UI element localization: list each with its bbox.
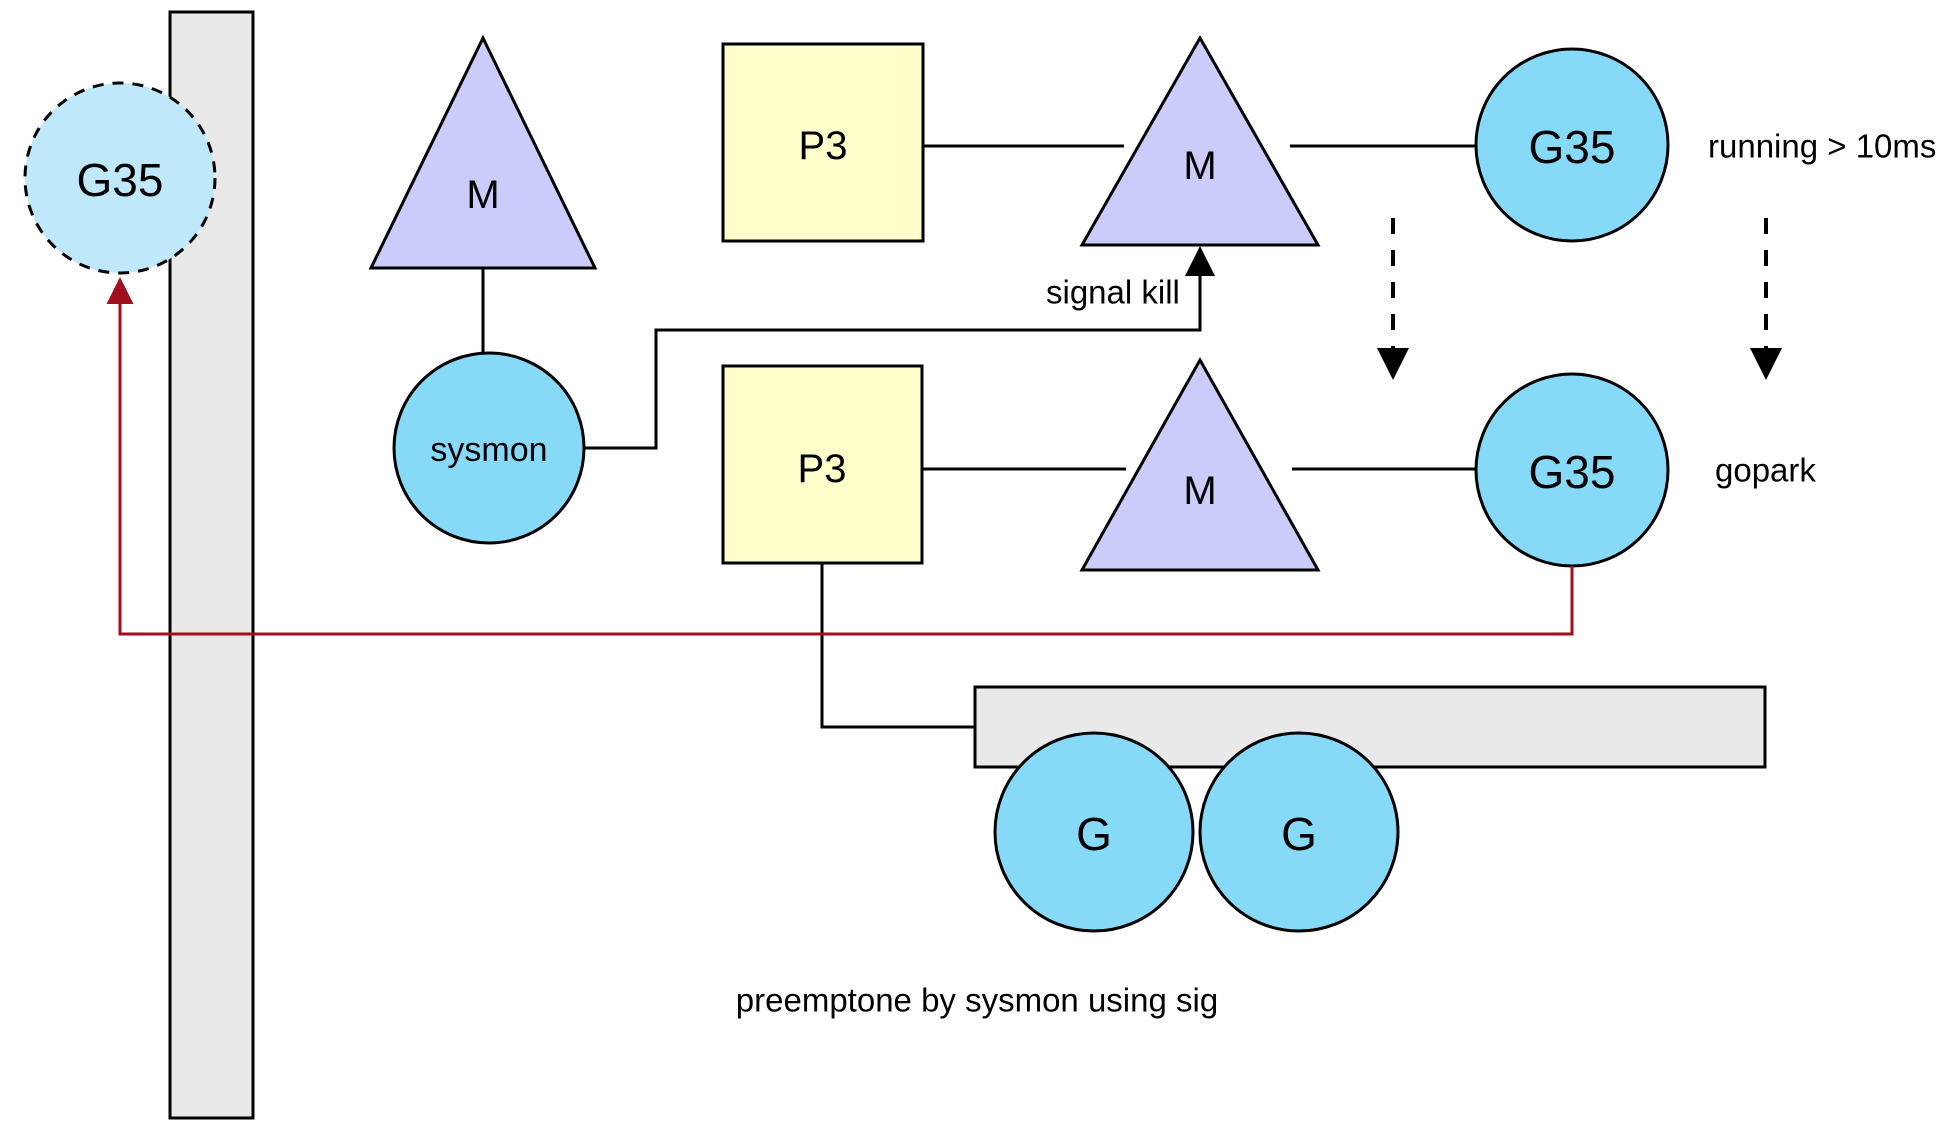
gopark-label: gopark <box>1715 452 1816 489</box>
diagram-caption: preemptone by sysmon using sig <box>736 982 1218 1019</box>
g-runq-circle-1 <box>993 731 1195 933</box>
g-runq-circle-2 <box>1198 731 1400 933</box>
p3-top-label: P3 <box>799 124 848 168</box>
g-runq-label-2: G <box>1281 808 1317 860</box>
m-bottom-triangle <box>1079 356 1321 572</box>
edge-g35-requeue-red <box>106 277 1574 636</box>
p3-top-box <box>721 42 925 243</box>
g35-top-label: G35 <box>1529 121 1616 173</box>
p3-bottom-box <box>721 364 924 565</box>
g35-parked-circle <box>23 81 217 275</box>
m-bottom-label: M <box>1183 469 1216 513</box>
g35-bottom-label: G35 <box>1529 446 1616 498</box>
sysmon-label: sysmon <box>430 431 547 469</box>
g35-top-circle <box>1474 47 1670 243</box>
g-runq-label-1: G <box>1076 808 1112 860</box>
m-sysmon-label: M <box>466 173 499 217</box>
signal-kill-label: signal kill <box>1046 274 1180 311</box>
m-sysmon-triangle <box>368 34 598 270</box>
m-top-label: M <box>1183 144 1216 188</box>
edge-p3-bottom-to-runq <box>820 563 975 729</box>
m-top-triangle <box>1079 34 1321 247</box>
p3-bottom-label: P3 <box>798 447 847 491</box>
edge-sysmon-signal-kill <box>584 246 1215 450</box>
running-threshold-label: running > 10ms <box>1708 128 1936 165</box>
g35-parked-label: G35 <box>77 154 164 206</box>
